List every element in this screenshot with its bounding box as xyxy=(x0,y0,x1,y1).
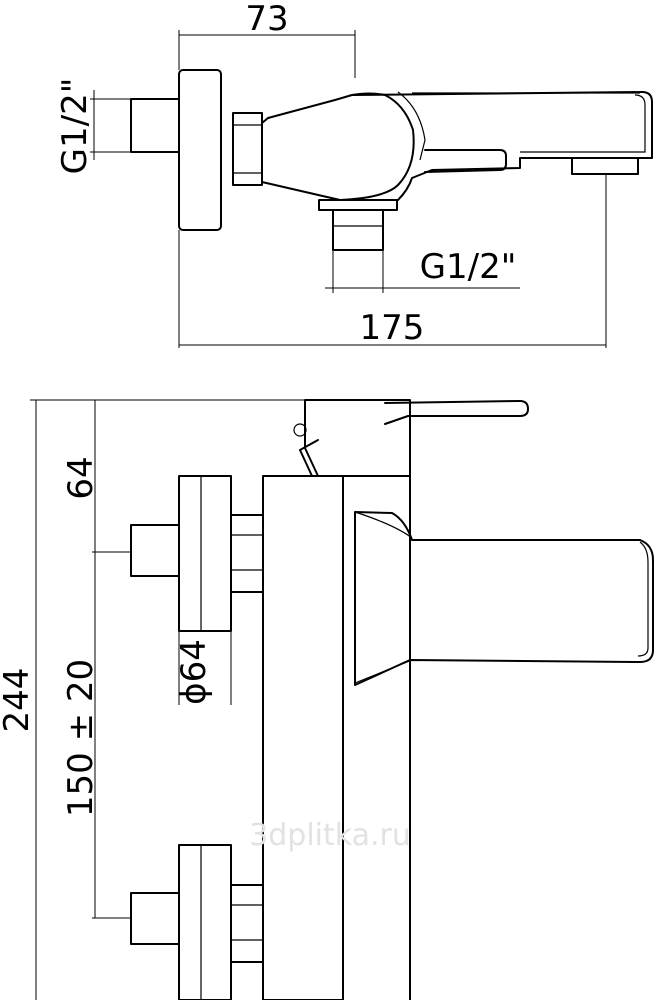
front-upper-pipe xyxy=(130,524,180,577)
top-spout-body xyxy=(351,91,653,201)
front-view: 244 64 150 ± 20 ϕ64 xyxy=(0,399,654,1000)
front-cartridge xyxy=(304,399,411,477)
front-lower-flange xyxy=(178,844,232,1000)
front-upper-flange xyxy=(178,475,232,632)
dim-bottom-thread: G1/2" xyxy=(420,247,517,287)
front-lower-pipe xyxy=(130,892,180,945)
dim-upper-height: 64 xyxy=(61,456,101,499)
front-spout xyxy=(354,511,654,686)
front-lower-nut xyxy=(230,884,264,963)
watermark: 3dplitka.ru xyxy=(249,818,411,853)
dim-overall-length: 175 xyxy=(360,308,425,348)
dim-center-distance: 150 ± 20 xyxy=(61,659,101,817)
front-lever xyxy=(384,400,529,425)
top-hex-nut xyxy=(232,112,263,186)
top-outlet xyxy=(571,157,639,175)
front-main-body xyxy=(262,475,344,1000)
top-wall-flange xyxy=(178,69,222,231)
top-view: 73 G1/2" G1/2" 175 xyxy=(55,0,653,348)
dim-total-height: 244 xyxy=(0,668,37,733)
dim-flange-diameter: ϕ64 xyxy=(174,639,214,705)
top-bottom-connector xyxy=(318,199,398,211)
top-lever xyxy=(424,149,507,173)
top-mixer-cone xyxy=(261,92,415,201)
dim-left-thread: G1/2" xyxy=(55,78,95,175)
top-inlet-pipe xyxy=(130,98,180,153)
dim-top-width: 73 xyxy=(245,0,288,39)
front-upper-nut xyxy=(230,514,264,593)
